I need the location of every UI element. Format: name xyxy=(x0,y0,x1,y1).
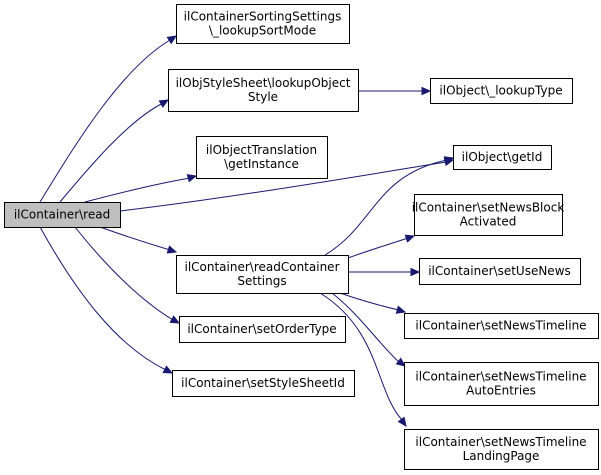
node-setUseNews[interactable]: ilContainer\setUseNews xyxy=(419,258,581,285)
edge-lookupObjectStyle-to-lookupType-arrowhead xyxy=(421,86,432,96)
node-setNewsBlockActivated-label-2: Activated xyxy=(460,215,517,229)
edge-readContainerSettings-to-setNewsBlockActivated-line xyxy=(347,237,409,259)
node-getId-label-1: ilObject\getId xyxy=(462,150,543,164)
node-lookupSortMode-box xyxy=(176,4,350,44)
node-lookupObjectStyle-label-1: ilObjStyleSheet\lookupObject xyxy=(176,76,351,90)
node-read-box xyxy=(4,202,121,228)
edge-read-to-lookupSortMode-arrowhead xyxy=(166,35,178,45)
node-setStyleSheetId-label-1: ilContainer\setStyleSheetId xyxy=(181,376,345,390)
node-lookupSortMode[interactable]: ilContainerSortingSettings\_lookupSortMo… xyxy=(176,4,350,44)
call-graph-nodes: ilContainer\read ilContainerSortingSettin… xyxy=(4,4,599,470)
edge-read-to-lookupObjectStyle-arrowhead xyxy=(158,99,170,108)
node-setUseNews-box xyxy=(419,258,581,285)
node-getInstance-box xyxy=(196,136,328,179)
node-setNewsTimeline-box xyxy=(404,313,599,339)
node-setStyleSheetId[interactable]: ilContainer\setStyleSheetId xyxy=(172,370,355,397)
node-lookupType[interactable]: ilObject\_lookupType xyxy=(430,78,573,104)
node-lookupSortMode-label-1: ilContainerSortingSettings xyxy=(184,10,342,24)
node-lookupObjectStyle-label-2: Style xyxy=(248,90,278,104)
call-graph-edges xyxy=(39,35,455,428)
node-read-label-1: ilContainer\read xyxy=(14,208,110,222)
node-lookupType-box xyxy=(430,78,573,104)
edge-read-to-readContainerSettings-arrowhead xyxy=(166,245,178,254)
edge-readContainerSettings-to-getId xyxy=(324,156,455,256)
node-setNewsTimeline-label-1: ilContainer\setNewsTimeline xyxy=(415,319,586,333)
node-setNewsTimelineLandingPage-label-2: LandingPage xyxy=(463,449,540,463)
edge-read-to-setStyleSheetId-line xyxy=(39,226,167,371)
edge-readContainerSettings-to-setNewsTimelineLandingPage xyxy=(319,292,407,428)
edge-readContainerSettings-to-setNewsBlockActivated-arrowhead xyxy=(404,234,416,243)
node-readContainerSettings-box xyxy=(176,255,349,294)
node-setNewsTimelineLandingPage-box xyxy=(404,429,599,470)
edge-read-to-getInstance xyxy=(84,174,198,203)
edge-read-to-lookupObjectStyle-line xyxy=(59,102,164,203)
node-setOrderType[interactable]: ilContainer\setOrderType xyxy=(179,316,346,343)
edge-readContainerSettings-to-setNewsTimelineAutoEntries-arrowhead xyxy=(395,357,406,367)
node-getInstance[interactable]: ilObjectTranslation\getInstance xyxy=(196,136,328,179)
edge-readContainerSettings-to-setNewsBlockActivated xyxy=(347,234,416,259)
edge-read-to-getInstance-line xyxy=(84,177,191,203)
edge-read-to-setStyleSheetId-arrowhead xyxy=(162,365,174,374)
edge-read-to-getId-line xyxy=(119,161,447,212)
edge-read-to-setStyleSheetId xyxy=(39,226,174,374)
edge-readContainerSettings-to-setNewsTimeline-line xyxy=(339,292,400,311)
node-setNewsTimeline[interactable]: ilContainer\setNewsTimeline xyxy=(404,313,599,339)
edge-read-to-getInstance-arrowhead xyxy=(186,174,198,183)
edge-read-to-lookupSortMode-line xyxy=(39,39,171,203)
node-setNewsBlockActivated-box xyxy=(414,194,563,236)
edge-read-to-readContainerSettings xyxy=(99,226,178,254)
edge-readContainerSettings-to-setNewsTimelineAutoEntries-line xyxy=(331,292,400,363)
node-setNewsTimelineAutoEntries-label-2: AutoEntries xyxy=(466,384,536,398)
edge-readContainerSettings-to-setUseNews xyxy=(348,267,421,277)
node-getId-box xyxy=(453,145,552,170)
edge-read-to-setOrderType xyxy=(74,226,181,324)
edge-read-to-lookupSortMode xyxy=(39,35,178,203)
edge-lookupObjectStyle-to-lookupType xyxy=(358,86,432,96)
edge-readContainerSettings-to-setUseNews-arrowhead xyxy=(410,267,421,277)
node-lookupSortMode-label-2: \_lookupSortMode xyxy=(209,24,316,38)
node-readContainerSettings-label-1: ilContainer\readContainer xyxy=(184,260,339,274)
edge-readContainerSettings-to-setNewsTimelineAutoEntries xyxy=(331,292,406,367)
edge-read-to-setOrderType-arrowhead xyxy=(169,315,181,324)
edge-readContainerSettings-to-setNewsTimeline xyxy=(339,292,407,314)
node-getId[interactable]: ilObject\getId xyxy=(453,145,552,170)
edge-readContainerSettings-to-getId-line xyxy=(324,159,448,256)
node-read[interactable]: ilContainer\read xyxy=(4,202,121,228)
node-setNewsTimelineAutoEntries-box xyxy=(404,362,599,406)
node-setNewsTimelineLandingPage-label-1: ilContainer\setNewsTimeline xyxy=(415,435,586,449)
edge-readContainerSettings-to-getId-arrowhead xyxy=(443,156,455,165)
node-setOrderType-label-1: ilContainer\setOrderType xyxy=(187,322,336,336)
node-readContainerSettings-label-2: Settings xyxy=(237,274,286,288)
edge-read-to-setOrderType-line xyxy=(74,226,174,321)
node-setNewsTimelineAutoEntries-label-1: ilContainer\setNewsTimeline xyxy=(415,370,586,384)
node-getInstance-label-1: ilObjectTranslation xyxy=(206,143,317,157)
node-setUseNews-label-1: ilContainer\setUseNews xyxy=(428,264,571,278)
edge-readContainerSettings-to-setNewsTimelineLandingPage-line xyxy=(319,292,403,421)
node-setNewsBlockActivated-label-1: ilContainer\setNewsBlock xyxy=(412,201,565,215)
node-getInstance-label-2: \getInstance xyxy=(224,157,299,171)
edge-read-to-readContainerSettings-line xyxy=(99,226,171,251)
node-lookupType-label-1: ilObject\_lookupType xyxy=(439,84,562,98)
edge-read-to-lookupObjectStyle xyxy=(59,99,170,203)
node-setStyleSheetId-box xyxy=(172,370,355,397)
edge-readContainerSettings-to-setNewsTimelineLandingPage-arrowhead xyxy=(397,416,407,428)
edge-readContainerSettings-to-setNewsTimeline-arrowhead xyxy=(395,305,407,314)
node-lookupObjectStyle-box xyxy=(168,69,359,112)
node-setOrderType-box xyxy=(179,316,346,343)
